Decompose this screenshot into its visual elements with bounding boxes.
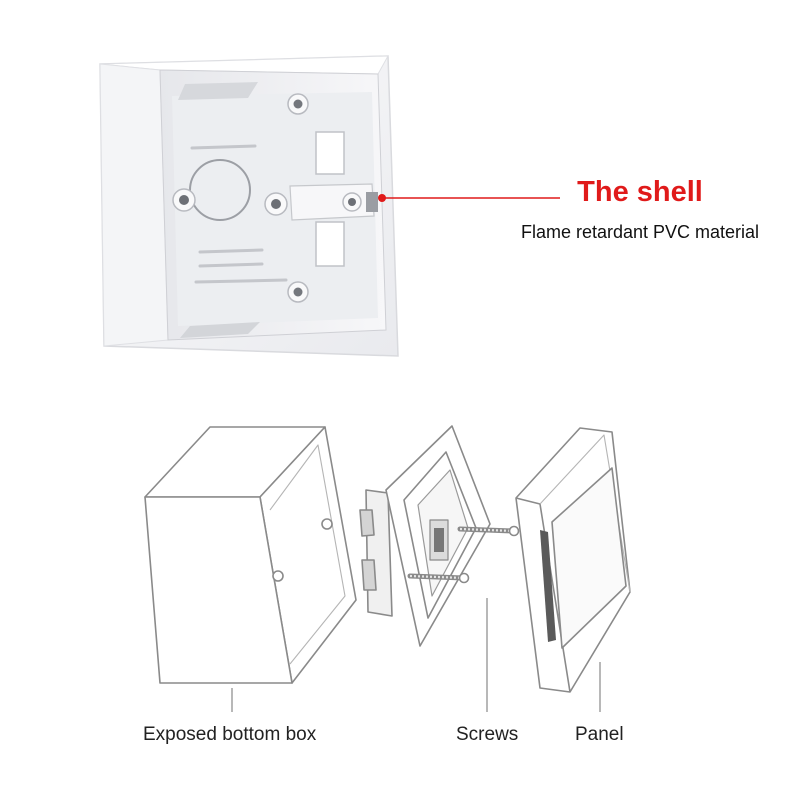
pvc-shell-photo — [99, 55, 399, 357]
shell-callout-title: The shell — [577, 176, 703, 208]
screws-caption: Screws — [456, 724, 519, 745]
box-caption: Exposed bottom box — [143, 724, 317, 745]
screws-drawing — [407, 525, 520, 584]
bottom-box-drawing — [144, 426, 357, 684]
shell-callout-subtitle: Flame retardant PVC material — [520, 222, 760, 242]
panel-caption: Panel — [575, 724, 624, 745]
switch-mechanism-drawing — [359, 425, 491, 647]
panel-drawing — [515, 427, 631, 693]
callout-marker-dot — [378, 194, 386, 202]
